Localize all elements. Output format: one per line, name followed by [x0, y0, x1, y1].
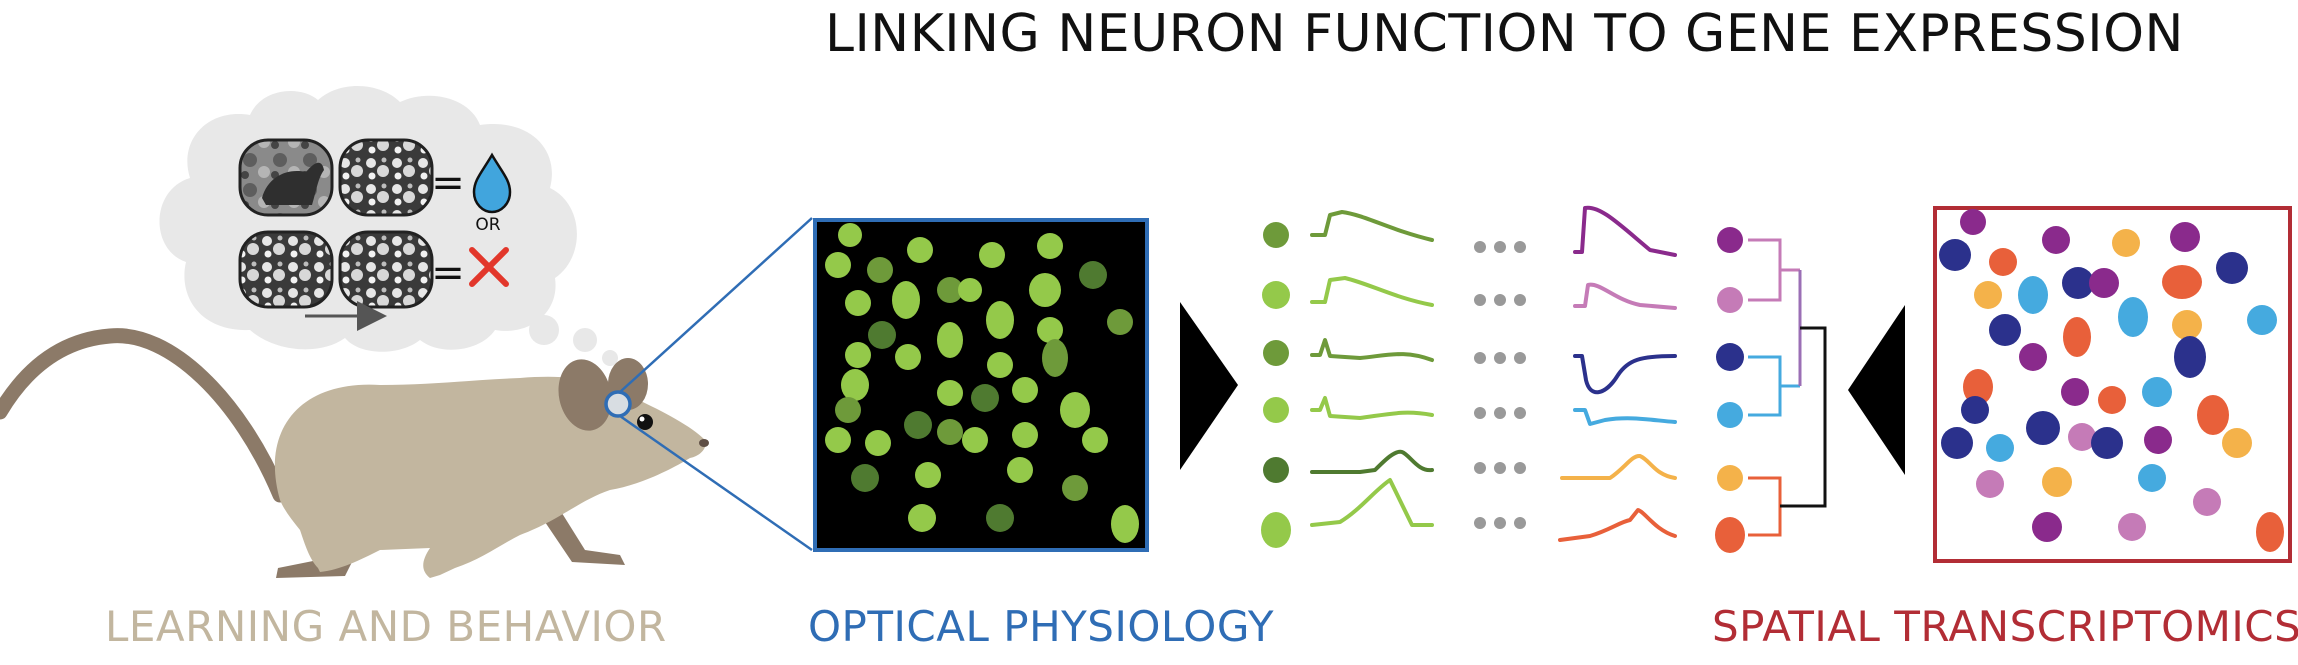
- cell-marker-2: [1262, 281, 1290, 309]
- thought-dot-large: [529, 315, 559, 345]
- stimulus-image-flowers-1: [338, 138, 434, 217]
- cluster-dot-gold: [1717, 465, 1743, 491]
- cluster-dot-purple: [1717, 227, 1743, 253]
- cluster-dot-navy: [1716, 343, 1744, 371]
- cluster-dot-pink: [1717, 287, 1743, 313]
- cluster-dot-sky: [1717, 402, 1743, 428]
- stimulus-image-flowers-3: [338, 230, 434, 309]
- activity-traces-green: [1261, 210, 1434, 548]
- mouse-illustration: [0, 328, 709, 578]
- arrow-right-icon: [1180, 302, 1238, 470]
- thought-bubble: = OR =: [159, 85, 618, 366]
- cell-marker-6: [1261, 512, 1291, 548]
- arrow-left-icon: [1848, 305, 1905, 475]
- trace-sky: [1573, 408, 1677, 426]
- stimulus-image-flowers-2: [238, 230, 334, 309]
- stimulus-animal-silhouette: [262, 162, 324, 205]
- thought-dot-small: [602, 350, 618, 366]
- spatial-transcriptomics-label: SPATIAL TRANSCRIPTOMICS: [1712, 602, 2298, 651]
- thought-cloud: [159, 85, 577, 352]
- trace-2: [1310, 276, 1434, 307]
- mouse-body: [274, 376, 706, 578]
- zoom-line-top: [619, 217, 813, 393]
- mouse-eye-highlight: [639, 416, 645, 422]
- cell-marker-1: [1263, 222, 1289, 248]
- imaging-window-icon: [604, 390, 632, 418]
- mouse-tail: [0, 328, 288, 503]
- neuron-cells: [825, 223, 1139, 543]
- trace-3: [1310, 338, 1434, 362]
- trace-1: [1310, 210, 1434, 242]
- mouse-nose: [699, 439, 709, 447]
- or-text: OR: [475, 215, 500, 235]
- equals-sign-1: =: [431, 160, 465, 206]
- cluster-dot-orange: [1715, 517, 1745, 553]
- trace-gold: [1560, 454, 1677, 480]
- zoom-line-bottom: [619, 414, 813, 552]
- cell-marker-3: [1263, 340, 1289, 366]
- equals-sign-2: =: [431, 250, 465, 296]
- activity-traces-colored: [1558, 205, 1677, 542]
- trace-6: [1310, 478, 1434, 527]
- trace-5: [1310, 449, 1434, 474]
- trace-4: [1310, 396, 1434, 420]
- dendrogram: [1748, 238, 1827, 537]
- mouse-ear-back: [558, 359, 612, 431]
- mouse-front-leg: [545, 510, 625, 565]
- mouse-eye: [637, 414, 653, 430]
- thought-dot-medium: [573, 328, 597, 352]
- trace-purple: [1573, 205, 1677, 257]
- cell-marker-5: [1263, 457, 1289, 483]
- learning-behavior-label: LEARNING AND BEHAVIOR: [105, 602, 667, 651]
- cell-marker-4: [1263, 397, 1289, 423]
- cluster-markers: [1715, 227, 1745, 553]
- trace-pink: [1573, 282, 1677, 310]
- ellipsis-dots: [1474, 241, 1526, 529]
- optical-physiology-label: OPTICAL PHYSIOLOGY: [808, 602, 1274, 651]
- cross-icon: [469, 247, 509, 287]
- trace-navy: [1573, 354, 1677, 395]
- trace-orange: [1558, 508, 1677, 542]
- water-drop-icon: [472, 152, 512, 214]
- figure-title: LINKING NEURON FUNCTION TO GENE EXPRESSI…: [825, 4, 2184, 64]
- transcriptomic-cells: [1939, 209, 2284, 552]
